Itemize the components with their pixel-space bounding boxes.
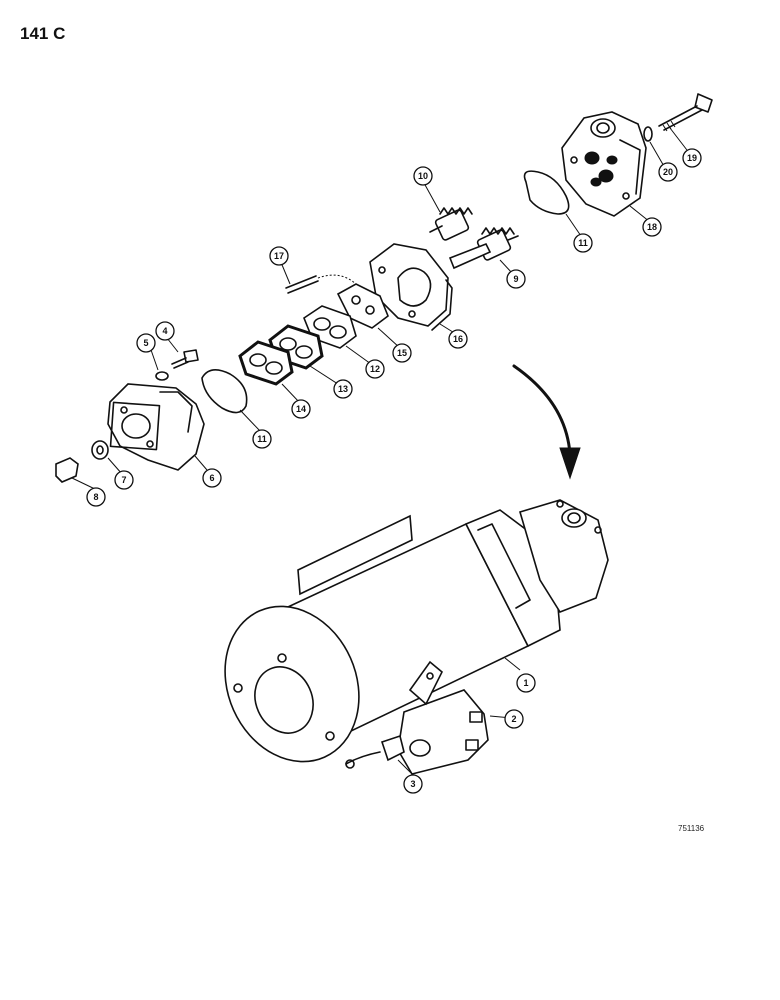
callout-10: 10 [413,166,433,186]
starter-motor-1 [224,499,609,763]
washer-20 [643,126,653,142]
callout-label: 2 [511,714,516,724]
callout-label: 14 [296,404,306,414]
callout-label: 7 [121,475,126,485]
callout-label: 3 [410,779,415,789]
callout-16: 16 [448,329,468,349]
callout-label: 13 [338,384,348,394]
page-number: 141 C [20,24,66,43]
callout-label: 19 [687,153,697,163]
callout-19: 19 [682,148,702,168]
rear-cover-18 [561,111,647,217]
callout-label: 9 [513,274,518,284]
callout-label: 18 [647,222,657,232]
callout-label: 15 [397,348,407,358]
o-ring-11-rear [523,170,570,215]
callout-label: 16 [453,334,463,344]
callout-label: 11 [257,434,267,444]
callout-label: 6 [209,473,214,483]
figure-id: 751136 [678,824,705,833]
callout-label: 10 [418,171,428,181]
callout-18: 18 [642,217,662,237]
pin-17 [285,274,357,294]
callout-9: 9 [506,269,526,289]
callout-3: 3 [403,774,423,794]
solenoid-2 [397,660,489,775]
callout-13: 13 [333,379,353,399]
gear-10 [429,207,473,241]
front-cover-6 [107,383,205,471]
gear-9 [448,227,519,270]
callout-label: 5 [143,338,148,348]
callout-7: 7 [114,470,134,490]
seal-7 [91,440,109,460]
callout-8: 8 [86,487,106,507]
plug-8 [55,457,79,483]
callout-6: 6 [202,468,222,488]
assembly-arrow [512,364,581,480]
o-ring-11-front [201,369,248,414]
callout-label: 1 [523,678,528,688]
bolt-4 [171,349,199,369]
callout-4: 4 [155,321,175,341]
callout-14: 14 [291,399,311,419]
callout-label: 17 [274,251,284,261]
callout-12: 12 [365,359,385,379]
callout-2: 2 [504,709,524,729]
callout-label: 11 [578,238,588,248]
callout-1: 1 [516,673,536,693]
bolt-19 [658,93,713,132]
callout-label: 20 [663,167,673,177]
callout-20: 20 [658,162,678,182]
callout-11-front: 11 [252,429,272,449]
terminal-3 [345,734,405,769]
callout-15: 15 [392,343,412,363]
callout-17: 17 [269,246,289,266]
callout-11-rear: 11 [573,233,593,253]
callout-label: 12 [370,364,380,374]
callout-5: 5 [136,333,156,353]
callout-label: 8 [93,492,98,502]
gasket-14 [238,340,294,386]
washer-5 [155,371,169,381]
callout-label: 4 [162,326,167,336]
